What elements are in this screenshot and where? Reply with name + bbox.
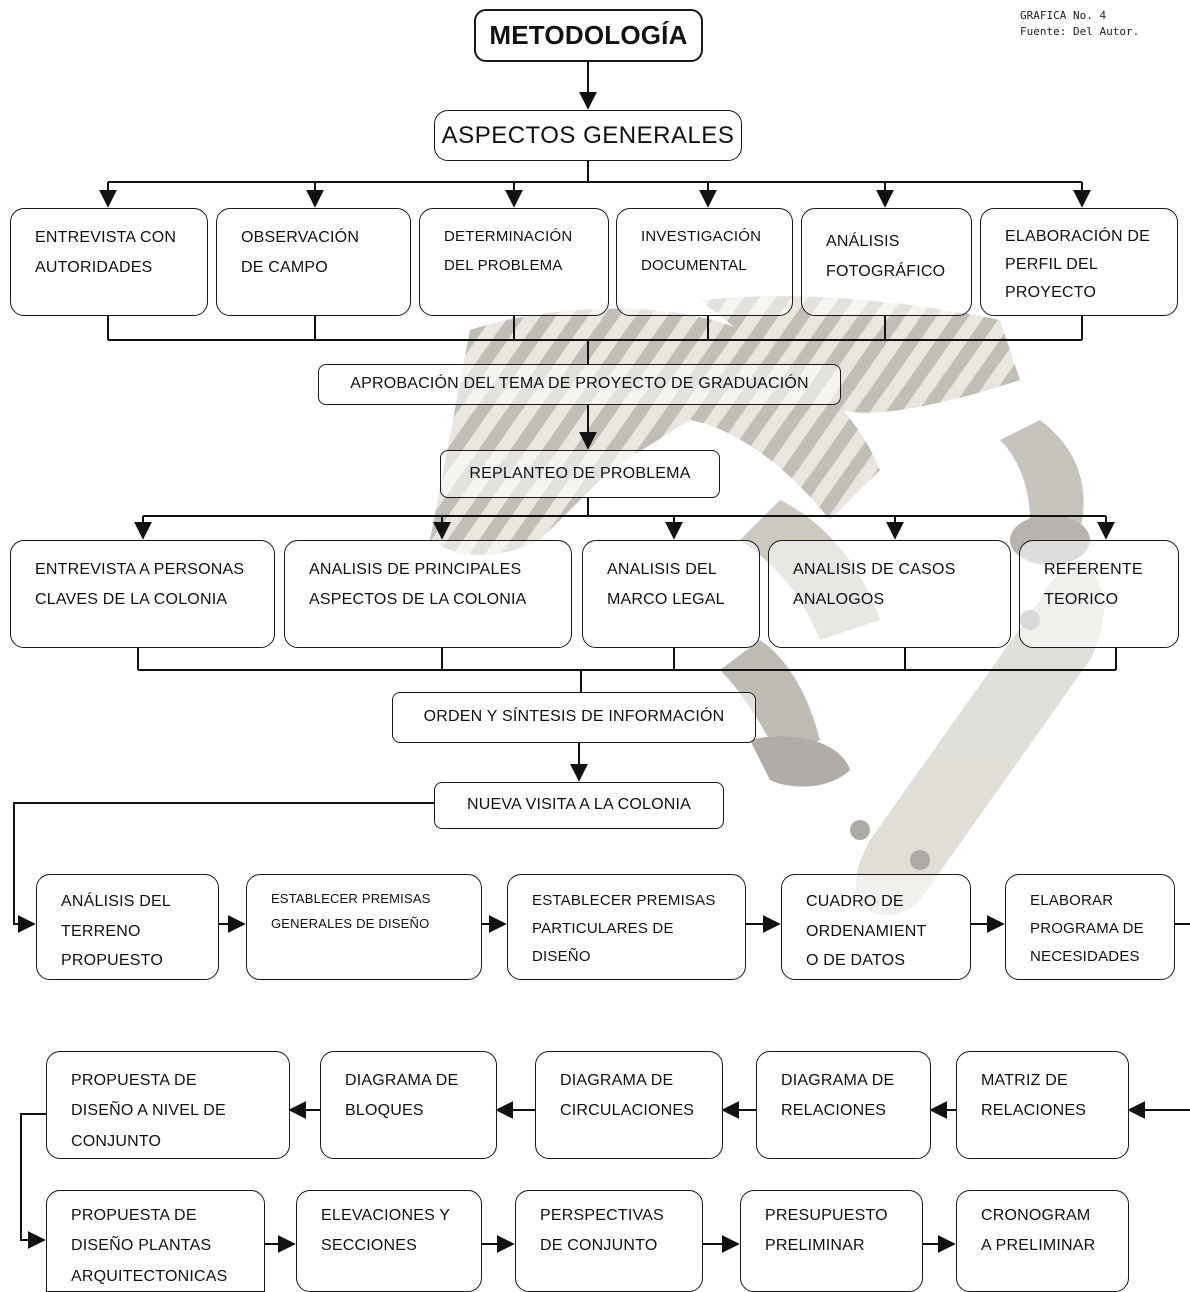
general-aspects-box: ASPECTOS GENERALES [434, 110, 742, 161]
step-box: ENTREVISTA A PERSONAS CLAVES DE LA COLON… [10, 540, 275, 648]
step-box: PROPUESTA DE DISEÑO PLANTAS ARQUITECTONI… [46, 1190, 265, 1292]
step-box: DIAGRAMA DE BLOQUES [320, 1051, 497, 1159]
step-label: OBSERVACIÓN DE CAMPO [241, 229, 360, 277]
step-label: ENTREVISTA A PERSONAS CLAVES DE LA COLON… [35, 561, 245, 609]
step-label: ELABORACIÓN DE PERFIL DEL PROYECTO [1005, 228, 1151, 301]
step-label: PROPUESTA DE DISEÑO PLANTAS ARQUITECTONI… [71, 1207, 228, 1285]
step-label: ENTREVISTA CON AUTORIDADES [35, 229, 177, 277]
step-box: REFERENTE TEORICO [1019, 540, 1179, 648]
step-box: ANALISIS DEL MARCO LEGAL [582, 540, 760, 648]
visit-box: NUEVA VISITA A LA COLONIA [434, 782, 724, 829]
step-label: MATRIZ DE RELACIONES [981, 1072, 1087, 1120]
step-box: INVESTIGACIÓN DOCUMENTAL [616, 208, 793, 316]
step-label: PRESUPUESTO PRELIMINAR [765, 1207, 888, 1255]
page-title: METODOLOGÍA [489, 19, 688, 50]
step-label: PERSPECTIVAS DE CONJUNTO [540, 1207, 664, 1255]
step-box: ESTABLECER PREMISAS GENERALES DE DISEÑO [246, 874, 482, 980]
synthesis-box: ORDEN Y SÍNTESIS DE INFORMACIÓN [392, 692, 756, 743]
step-label: INVESTIGACIÓN DOCUMENTAL [641, 228, 762, 274]
step-box: CRONOGRAM A PRELIMINAR [956, 1190, 1129, 1292]
step-box: ELABORAR PROGRAMA DE NECESIDADES [1005, 874, 1175, 980]
step-label: ANÁLISIS DEL TERRENO PROPUESTO [61, 893, 172, 970]
title-box: METODOLOGÍA [474, 9, 703, 62]
visit-label: NUEVA VISITA A LA COLONIA [466, 796, 692, 814]
step-label: DETERMINACIÓN DEL PROBLEMA [444, 228, 573, 274]
step-box: ESTABLECER PREMISAS PARTICULARES DE DISE… [507, 874, 746, 980]
step-box: ANÁLISIS DEL TERRENO PROPUESTO [36, 874, 219, 980]
step-box: CUADRO DE ORDENAMIENT O DE DATOS [781, 874, 971, 980]
general-aspects-label: ASPECTOS GENERALES [441, 121, 735, 149]
step-box: ELABORACIÓN DE PERFIL DEL PROYECTO [980, 208, 1178, 316]
step-label: DIAGRAMA DE BLOQUES [345, 1072, 459, 1120]
step-label: ANALISIS DE CASOS ANALOGOS [793, 561, 956, 609]
step-label: ESTABLECER PREMISAS GENERALES DE DISEÑO [271, 891, 431, 931]
step-box: PRESUPUESTO PRELIMINAR [740, 1190, 923, 1292]
step-label: ESTABLECER PREMISAS PARTICULARES DE DISE… [532, 892, 716, 965]
step-label: REFERENTE TEORICO [1044, 561, 1143, 609]
step-box: DIAGRAMA DE CIRCULACIONES [535, 1051, 723, 1159]
step-box: DETERMINACIÓN DEL PROBLEMA [419, 208, 609, 316]
step-box: PROPUESTA DE DISEÑO A NIVEL DE CONJUNTO [46, 1051, 290, 1159]
step-box: ANALISIS DE PRINCIPALES ASPECTOS DE LA C… [284, 540, 572, 648]
step-label: PROPUESTA DE DISEÑO A NIVEL DE CONJUNTO [71, 1072, 226, 1150]
step-box: ELEVACIONES Y SECCIONES [296, 1190, 482, 1292]
approval-box: APROBACIÓN DEL TEMA DE PROYECTO DE GRADU… [318, 364, 841, 405]
step-box: ANÁLISIS FOTOGRÁFICO [801, 208, 972, 316]
step-label: ELEVACIONES Y SECCIONES [321, 1207, 451, 1255]
step-box: MATRIZ DE RELACIONES [956, 1051, 1129, 1159]
step-label: DIAGRAMA DE CIRCULACIONES [560, 1072, 695, 1120]
approval-label: APROBACIÓN DEL TEMA DE PROYECTO DE GRADU… [350, 375, 809, 393]
step-label: CRONOGRAM A PRELIMINAR [981, 1207, 1096, 1255]
step-label: ANÁLISIS FOTOGRÁFICO [826, 233, 946, 281]
step-label: ANALISIS DEL MARCO LEGAL [607, 561, 725, 609]
step-box: PERSPECTIVAS DE CONJUNTO [515, 1190, 703, 1292]
step-label: ELABORAR PROGRAMA DE NECESIDADES [1030, 892, 1144, 965]
restatement-label: REPLANTEO DE PROBLEMA [469, 464, 691, 482]
step-label: ANALISIS DE PRINCIPALES ASPECTOS DE LA C… [309, 561, 527, 609]
step-label: CUADRO DE ORDENAMIENT O DE DATOS [806, 893, 927, 970]
synthesis-label: ORDEN Y SÍNTESIS DE INFORMACIÓN [423, 708, 725, 726]
step-box: ENTREVISTA CON AUTORIDADES [10, 208, 208, 316]
step-box: DIAGRAMA DE RELACIONES [756, 1051, 931, 1159]
restatement-box: REPLANTEO DE PROBLEMA [440, 450, 720, 498]
step-label: DIAGRAMA DE RELACIONES [781, 1072, 895, 1120]
step-box: OBSERVACIÓN DE CAMPO [216, 208, 411, 316]
step-box: ANALISIS DE CASOS ANALOGOS [768, 540, 1011, 648]
source-note: GRAFICA No. 4 Fuente: Del Autor. [1020, 9, 1140, 38]
